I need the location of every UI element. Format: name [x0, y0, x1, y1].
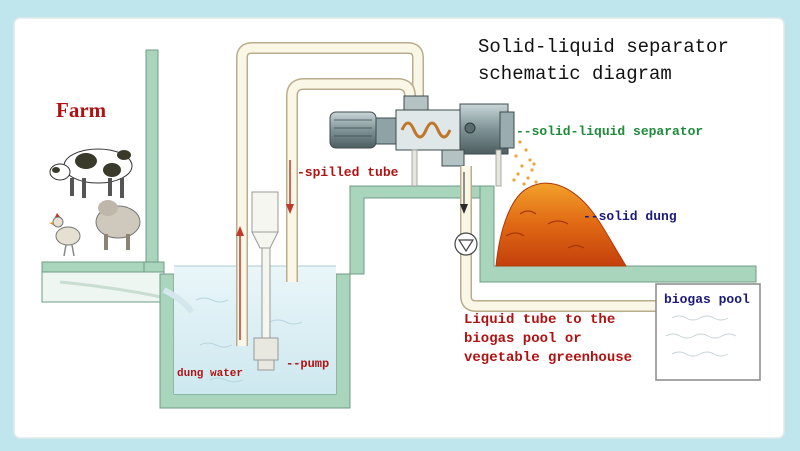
separator-leg-right	[495, 149, 502, 187]
chicken-icon	[49, 213, 81, 257]
liquid-tube-label: Liquid tube to the biogas pool or vegeta…	[464, 311, 632, 368]
barn-post	[145, 49, 159, 273]
diagram-title-line1: Solid-liquid separator	[478, 36, 729, 58]
falling-dung-particles	[512, 140, 538, 186]
diagram-title: Solid-liquid separator schematic diagram	[478, 34, 729, 88]
liquid-tube-label-line1: Liquid tube to the	[464, 312, 616, 328]
solid-dung-pile	[495, 182, 627, 267]
pump-icon	[251, 191, 279, 371]
water-ripples	[195, 297, 307, 383]
biogas-pool-label: biogas pool	[664, 292, 750, 307]
biogas-pool	[655, 283, 761, 381]
diagram-title-line2: schematic diagram	[478, 63, 672, 85]
inflow-stream	[162, 287, 195, 314]
pump-label: --pump	[286, 357, 330, 371]
pit-water	[174, 266, 336, 394]
pig-icon	[95, 200, 141, 250]
cow-icon	[49, 148, 133, 198]
separator-leg-left	[411, 149, 418, 187]
liquid-tube-label-line2: biogas pool or	[464, 331, 582, 347]
check-valve-icon	[454, 232, 478, 256]
biogas-ripples	[665, 315, 737, 357]
dung-channel-walls	[479, 185, 757, 283]
liquid-tube-label-line3: vegetable greenhouse	[464, 350, 633, 366]
farm-label: Farm	[56, 98, 107, 122]
solid-dung-label: --solid dung	[583, 209, 677, 224]
spilled-tube-label: -spilled tube	[297, 165, 399, 180]
dung-water-label: dung water	[177, 368, 244, 380]
separator-label: --solid-liquid separator	[516, 124, 704, 139]
separator-machine-icon	[329, 95, 515, 167]
